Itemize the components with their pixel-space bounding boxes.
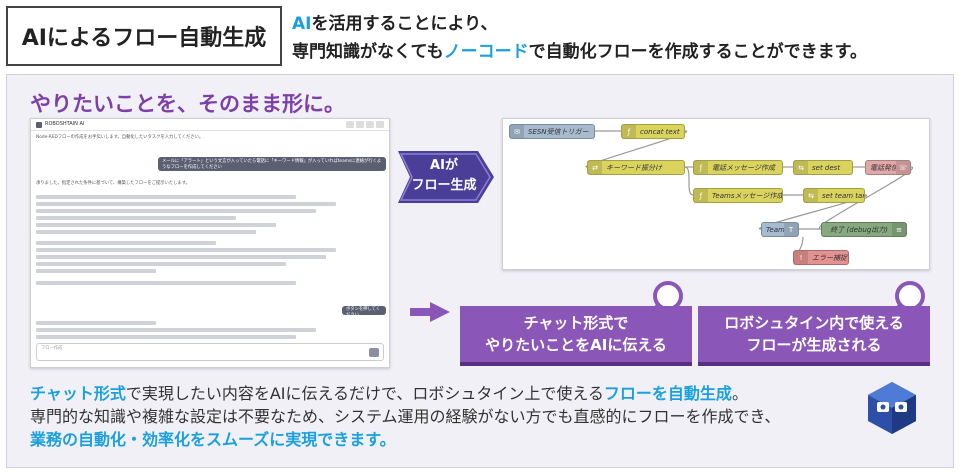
flow-node-label: Teamsメッセージ作成 [712,191,782,200]
callout-flow: ロボシュタイン内で使える フローが生成される [698,306,930,366]
flow-node[interactable]: ! エラー捕捉 [793,250,849,265]
intro-line2-b: で自動化フローを作成することができます。 [528,42,867,62]
chat-input[interactable]: フロー作成 [36,343,384,361]
reply-line [36,241,216,245]
reply-line [36,328,316,332]
function-icon: ƒ [694,189,708,202]
flow-node[interactable]: ⇆ set dest [793,160,853,175]
intro-text: AIを活用することにより、 専門知識がなくてもノーコードで自動化フローを作成する… [292,10,952,66]
assistant-reply-intro: 承りました。指定された条件に基づいて、構築したフローをご提示いたします。 [36,181,190,186]
callout-left-line1: チャット形式で [523,314,629,332]
chat-titlebar: ROBOSHTAIN AI [31,119,389,131]
switch-icon: ⇄ [588,161,602,174]
reply-line [36,255,326,259]
reply-line [36,209,316,213]
intro-nocode: ノーコード [443,42,529,62]
change-icon: ⇆ [794,161,808,174]
menu-button[interactable] [376,121,384,128]
flow-node[interactable]: ⇄ キーワード振分け [587,160,685,175]
flow-node-label: 電話発信 [870,163,896,172]
app-logo-icon [36,121,42,128]
user-request-bubble: メールに「アラート」という文言が入っていたら電話に「キーワード情報」が入っていれ… [158,157,386,171]
reply-line [36,230,256,234]
flow-node[interactable]: T Teams送信 [761,222,799,237]
flow-node[interactable]: ☏ 電話発信 [865,160,911,175]
close-button[interactable] [366,121,374,128]
description-line-1: チャット形式で実現したい内容をAIに伝えるだけで、ロボシュタイン上で使えるフロー… [30,382,860,405]
desc-l1-b: で実現したい内容をAIに伝えるだけで、ロボシュタイン上で使える [125,384,604,403]
flow-node-label: キーワード振分け [606,163,662,172]
reply-line [36,248,336,252]
callout-right-line2: フローが生成される [746,336,882,354]
magnifier-icon [890,282,891,283]
flow-node[interactable]: ⇆ set team target [803,188,865,203]
intro-line1-rest: を活用することにより、 [311,14,498,34]
maximize-button[interactable] [356,121,364,128]
flow-editor: ✉ SESN受信トリガー ƒ concat text ⇄ キーワード振分け ƒ … [502,118,930,270]
flow-node-label: 終了 (debug出力) [830,225,888,234]
reply-line [36,321,156,325]
intro-line2-a: 専門知識がなくても [292,42,444,62]
flow-node[interactable]: ƒ 電話メッセージ作成 [693,160,783,175]
flow-node-label: 電話メッセージ作成 [712,163,775,172]
intro-line-2: 専門知識がなくてもノーコードで自動化フローを作成することができます。 [292,38,952,66]
flow-node[interactable]: ƒ Teamsメッセージ作成 [693,188,783,203]
chat-window-controls [346,121,384,128]
debug-icon: ≡ [892,223,906,236]
change-icon: ⇆ [804,189,818,202]
callout-left-line2: やりたいことをAIに伝える [485,336,667,354]
panel-heading: やりたいことを、そのまま形に。 [30,92,345,116]
robot-logo-icon [868,382,916,434]
reply-line [36,202,336,206]
minimize-button[interactable] [346,121,354,128]
user-short-bubble: ボタンを押してください [342,306,386,318]
desc-auto-generate: フローを自動生成 [603,384,732,403]
reply-line [36,269,156,273]
description-line-3: 業務の自動化・効率化をスムーズに実現できます。 [30,430,396,449]
chat-body: Node-REDフローの作成をお手伝いします。自動化したいタスクを入力してくださ… [36,135,386,345]
chat-window: ROBOSHTAIN AI Node-REDフローの作成をお手伝いします。自動化… [30,118,390,368]
callout-right-line1: ロボシュタイン内で使える [724,314,904,332]
ai-badge-line1: AIが [430,158,458,173]
send-icon[interactable] [369,348,379,357]
ai-badge-label: AIが フロー生成 [404,156,484,196]
ai-generate-arrow-icon [398,151,494,203]
teams-icon: T [784,223,798,236]
flow-node-label: set team target [822,191,864,200]
flow-node[interactable]: ≡ 終了 (debug出力) [821,222,907,237]
chat-input-placeholder: フロー作成 [41,346,63,351]
function-icon: ƒ [622,125,636,138]
intro-line-1: AIを活用することにより、 [292,10,952,38]
page-title: AIによるフロー自動生成 [21,26,267,51]
reply-line [36,216,236,220]
assistant-greeting: Node-REDフローの作成をお手伝いします。自動化したいタスクを入力してくださ… [36,135,204,140]
flow-node[interactable]: ✉ SESN受信トリガー [509,124,595,139]
flow-node-label: concat text [640,127,680,136]
magnifier-icon [648,282,649,283]
mail-icon: ✉ [510,125,524,138]
flow-node[interactable]: ƒ concat text [621,124,685,139]
reply-line [36,223,276,227]
flow-node-label: set dest [812,163,841,172]
desc-chat-format: チャット形式 [30,384,126,403]
description-line-2: 専門的な知識や複雑な設定は不要なため、システム運用の経験がない方でも直感的にフロ… [30,407,781,426]
description-text: チャット形式で実現したい内容をAIに伝えるだけで、ロボシュタイン上で使えるフロー… [30,382,860,451]
ai-badge-line2: フロー生成 [411,178,477,193]
flow-node-label: Teams送信 [766,225,784,234]
reply-line [36,195,296,199]
desc-l1-d: 。 [731,384,748,403]
page-title-box: AIによるフロー自動生成 [6,6,282,66]
reply-line [36,281,296,285]
flow-node-label: エラー捕捉 [812,253,847,262]
callout-chat: チャット形式で やりたいことをAIに伝える [460,306,692,366]
function-icon: ƒ [694,161,708,174]
chat-app-title: ROBOSHTAIN AI [45,121,85,128]
intro-ai: AI [292,14,312,34]
flow-node-label: SESN受信トリガー [528,127,589,136]
reply-line [36,335,296,339]
warning-icon: ! [794,251,808,264]
phone-icon: ☏ [896,161,910,174]
reply-line [36,262,286,266]
